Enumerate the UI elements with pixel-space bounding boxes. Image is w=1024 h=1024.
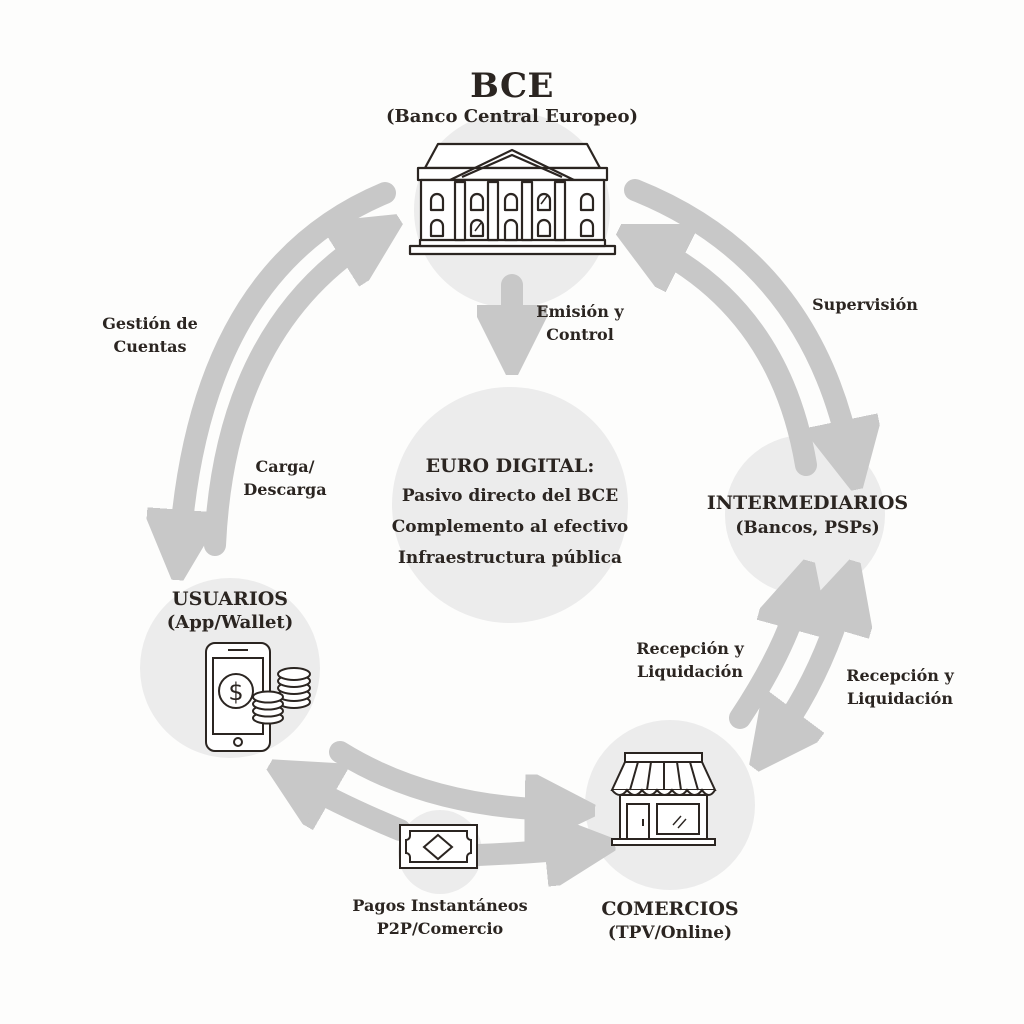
recepcion-right-line2: Liquidación — [847, 689, 953, 709]
recepcion-left-line2: Liquidación — [637, 662, 743, 682]
pagos-bottom-arrow — [467, 848, 580, 855]
gestion-line2: Cuentas — [113, 337, 187, 357]
emision-line2: Control — [546, 325, 614, 345]
intermediarios-subtitle: (Bancos, PSPs) — [735, 518, 880, 538]
carga-line2: Descarga — [243, 480, 327, 500]
bce-subtitle: (Banco Central Europeo) — [386, 106, 638, 127]
gestion-line1: Gestión de — [102, 314, 198, 333]
center-line-3: Infraestructura pública — [397, 548, 623, 568]
bank-building-icon — [408, 142, 617, 256]
pagos-label: Pagos Instantáneos P2P/Comercio — [330, 894, 550, 940]
intermediarios-title: INTERMEDIARIOS — [706, 492, 909, 514]
emision-line1: Emisión y — [536, 302, 624, 321]
pagos-line1: Pagos Instantáneos — [352, 896, 528, 915]
smartphone-coins-icon: $ — [205, 642, 311, 752]
comercios-subtitle: (TPV/Online) — [607, 923, 733, 943]
pagos-line2: P2P/Comercio — [376, 919, 504, 939]
center-title: EURO DIGITAL: — [425, 455, 595, 477]
storefront-icon — [610, 752, 717, 846]
recepcion-left-line1: Recepción y — [636, 639, 744, 658]
supervision-label: Supervisión — [795, 293, 935, 316]
bce-title: BCE — [470, 66, 554, 106]
gestion-label: Gestión de Cuentas — [85, 312, 215, 358]
pagos-left-arrow — [300, 782, 411, 841]
carga-label: Carga/ Descarga — [230, 455, 340, 501]
center-line-2: Complemento al efectivo — [391, 517, 629, 537]
supervision-return-arrow — [650, 245, 817, 476]
carga-line1: Carga/ — [255, 457, 315, 476]
usuarios-subtitle: (App/Wallet) — [166, 612, 294, 633]
center-line-1: Pasivo directo del BCE — [401, 486, 619, 506]
recepcion-left-label: Recepción y Liquidación — [625, 637, 755, 683]
recepcion-right-label: Recepción y Liquidación — [835, 664, 965, 710]
recepcion-right-arrow — [775, 595, 845, 740]
usuarios-title: USUARIOS — [172, 588, 288, 610]
recepcion-right-line1: Recepción y — [846, 666, 954, 685]
supervision-line1: Supervisión — [812, 295, 918, 314]
comercios-title: COMERCIOS — [601, 898, 739, 920]
carga-arrow — [204, 238, 370, 556]
svg-text:$: $ — [228, 678, 243, 706]
supervision-arrow — [624, 179, 850, 455]
emision-label: Emisión y Control — [525, 300, 635, 346]
center-circle — [392, 387, 628, 623]
pagos-top-arrow — [329, 741, 560, 810]
banknote-icon — [399, 824, 478, 869]
